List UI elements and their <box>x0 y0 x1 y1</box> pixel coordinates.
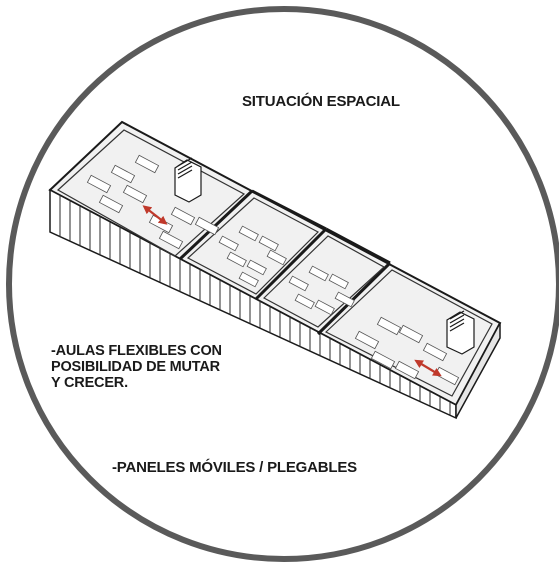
note-line: -AULAS FLEXIBLES CON <box>51 343 222 359</box>
flexible-classrooms-note: -AULAS FLEXIBLES CON POSIBILIDAD DE MUTA… <box>51 343 222 391</box>
note-line: Y CRECER. <box>51 375 128 391</box>
building-end-wall <box>455 322 501 419</box>
diagram-title: SITUACIÓN ESPACIAL <box>242 93 400 110</box>
desks-room-2 <box>218 225 287 288</box>
partition-walls <box>178 189 392 336</box>
desks-room-3 <box>288 265 355 316</box>
stair-block-1 <box>174 157 202 203</box>
facade-mullions <box>59 195 451 415</box>
panel-move-arrow-1 <box>142 205 168 225</box>
movable-panels-note: -PANELES MÓVILES / PLEGABLES <box>112 459 357 476</box>
panel-move-arrow-2 <box>414 359 442 377</box>
desks-room-4 <box>354 316 460 386</box>
stair-block-2 <box>446 310 475 355</box>
note-line: POSIBILIDAD DE MUTAR <box>51 359 220 375</box>
